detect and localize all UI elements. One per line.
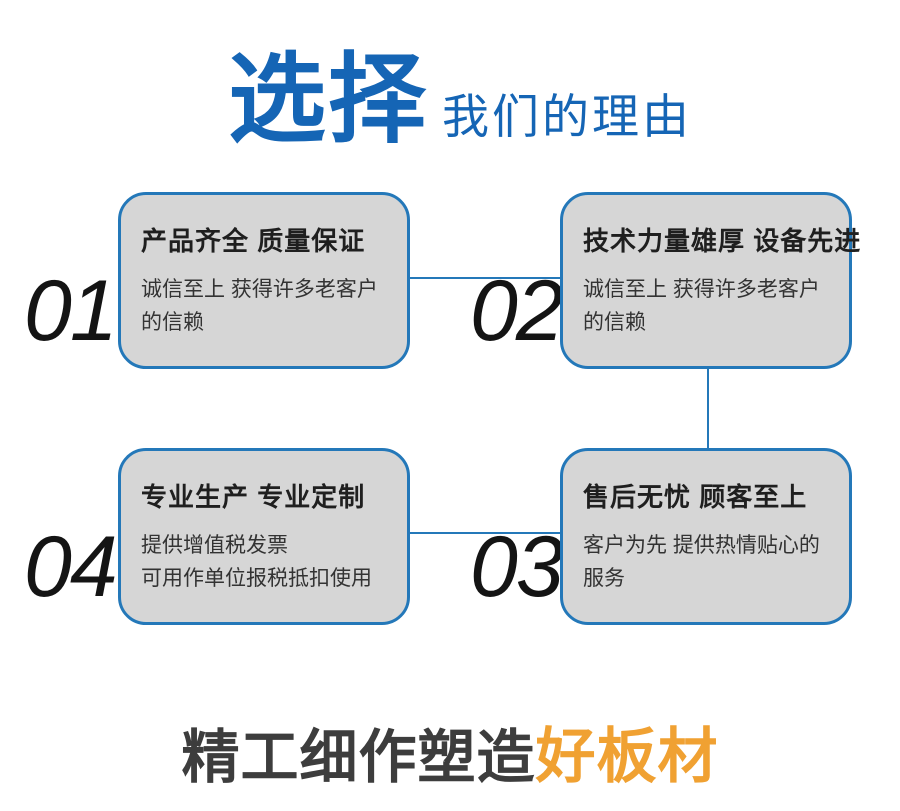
feature-title-01: 产品齐全 质量保证 bbox=[141, 226, 366, 256]
connector-line-box2-box3 bbox=[707, 368, 709, 450]
feature-body-02: 诚信至上 获得许多老客户 的信赖 bbox=[583, 278, 820, 334]
footer-headline-dark: 精工细作塑造 bbox=[181, 725, 536, 790]
feature-body-04: 提供增值税发票 可用作单位报税抵扣使用 bbox=[141, 534, 372, 590]
feature-title-03: 售后无忧 顾客至上 bbox=[583, 482, 808, 512]
connector-line-box1-box2 bbox=[410, 277, 560, 279]
feature-box-01: 产品齐全 质量保证 诚信至上 获得许多老客户 的信赖 bbox=[118, 192, 410, 369]
feature-box-02: 技术力量雄厚 设备先进 诚信至上 获得许多老客户 的信赖 bbox=[560, 192, 862, 369]
feature-body-03: 客户为先 提供热情贴心的 服务 bbox=[583, 534, 820, 590]
feature-title-02: 技术力量雄厚 设备先进 bbox=[583, 226, 862, 256]
feature-number-01: 01 bbox=[24, 263, 118, 359]
page-title-emphasis: 选择 bbox=[228, 44, 429, 154]
connector-line-box4-box3 bbox=[410, 532, 560, 534]
feature-box-03: 售后无忧 顾客至上 客户为先 提供热情贴心的 服务 bbox=[560, 448, 852, 625]
footer-headline-orange: 好板材 bbox=[535, 723, 719, 790]
feature-number-03: 03 bbox=[470, 519, 564, 615]
footer-headline: 精工细作塑造好板材 bbox=[0, 708, 900, 795]
feature-title-04: 专业生产 专业定制 bbox=[141, 482, 366, 512]
page-title-rest: 我们的理由 bbox=[442, 90, 693, 143]
feature-number-04: 04 bbox=[24, 519, 118, 615]
feature-body-01: 诚信至上 获得许多老客户 的信赖 bbox=[141, 278, 378, 334]
feature-box-04: 专业生产 专业定制 提供增值税发票 可用作单位报税抵扣使用 bbox=[118, 448, 410, 625]
page-title: 选择 我们的理由 bbox=[228, 44, 693, 154]
feature-number-02: 02 bbox=[470, 263, 564, 359]
